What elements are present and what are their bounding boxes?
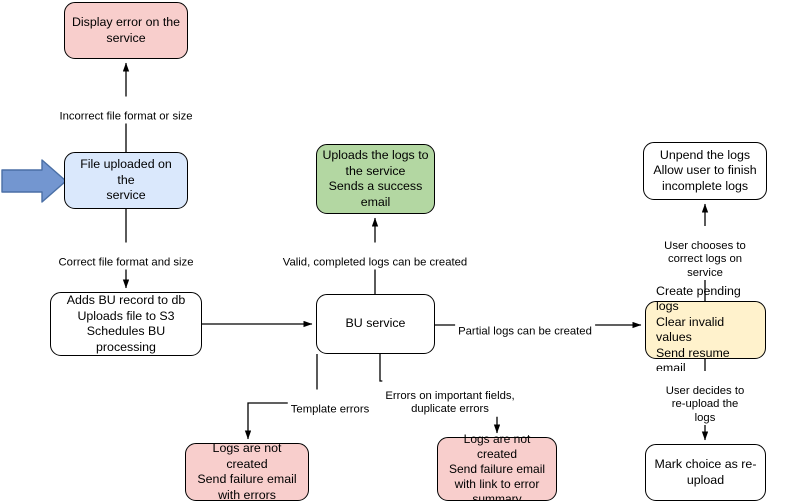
- edge-label-partial-logs: Partial logs can be created: [455, 311, 595, 339]
- edge-label-correct-file-format-text: Correct file format and size: [58, 256, 194, 268]
- node-display-error-label: Display error on the service: [71, 15, 181, 45]
- edge-label-valid-completed-logs: Valid, completed logs can be created: [279, 242, 471, 270]
- node-file-uploaded-on-service-label: File uploaded on the service: [80, 157, 172, 203]
- node-mark-choice-reupload[interactable]: Mark choice as re- upload: [645, 444, 766, 501]
- edge-label-errors-important-fields-text: Errors on important fields, duplicate er…: [385, 389, 515, 415]
- edge-label-partial-logs-text: Partial logs can be created: [458, 325, 592, 337]
- node-display-error[interactable]: Display error on the service: [64, 2, 188, 59]
- edge-label-correct-file-format: Correct file format and size: [55, 242, 197, 270]
- edge-label-valid-completed-logs-text: Valid, completed logs can be created: [282, 256, 468, 268]
- node-logs-not-created-summary-label: Logs are not created Send failure email …: [448, 431, 546, 501]
- node-adds-bu-record[interactable]: Adds BU record to db Uploads file to S3 …: [50, 292, 202, 356]
- edge-label-template-errors: Template errors: [287, 389, 373, 417]
- node-bu-service-label: BU service: [345, 316, 406, 331]
- node-file-uploaded-on-service[interactable]: File uploaded on the service: [64, 152, 188, 209]
- node-bu-service[interactable]: BU service: [316, 294, 435, 354]
- edge-bu-service-to-logs-not-created-template: [244, 354, 318, 440]
- node-mark-choice-reupload-label: Mark choice as re- upload: [654, 457, 757, 487]
- edge-label-user-chooses-correct-logs: User chooses to correct logs on service: [657, 226, 753, 280]
- edge-label-user-chooses-correct-logs-text: User chooses to correct logs on service: [664, 239, 746, 279]
- node-create-pending-logs-label: Create pending logs Clear invalid values…: [656, 283, 741, 376]
- edge-label-user-decides-reupload: User decides to re-upload the logs: [657, 371, 753, 425]
- node-logs-not-created-summary[interactable]: Logs are not created Send failure email …: [437, 432, 557, 501]
- edge-label-incorrect-file-format: Incorrect file format or size: [56, 96, 196, 124]
- node-adds-bu-record-label: Adds BU record to db Uploads file to S3 …: [66, 293, 186, 354]
- edge-label-user-decides-reupload-text: User decides to re-upload the logs: [665, 384, 745, 424]
- node-unpend-logs[interactable]: Unpend the logs Allow user to finish inc…: [643, 142, 767, 200]
- node-logs-not-created-template-label: Logs are not created Send failure email …: [197, 441, 297, 501]
- node-create-pending-logs[interactable]: Create pending logs Clear invalid values…: [645, 284, 766, 375]
- edge-label-template-errors-text: Template errors: [290, 403, 370, 415]
- node-unpend-logs-label: Unpend the logs Allow user to finish inc…: [653, 147, 757, 193]
- node-uploads-logs-success-label: Uploads the logs to the service Sends a …: [322, 148, 429, 209]
- input-entry-arrow: [1, 159, 67, 203]
- node-logs-not-created-template[interactable]: Logs are not created Send failure email …: [185, 441, 309, 501]
- node-uploads-logs-success[interactable]: Uploads the logs to the service Sends a …: [316, 144, 435, 214]
- edge-label-incorrect-file-format-text: Incorrect file format or size: [59, 110, 193, 122]
- edge-label-errors-important-fields: Errors on important fields, duplicate er…: [382, 375, 518, 417]
